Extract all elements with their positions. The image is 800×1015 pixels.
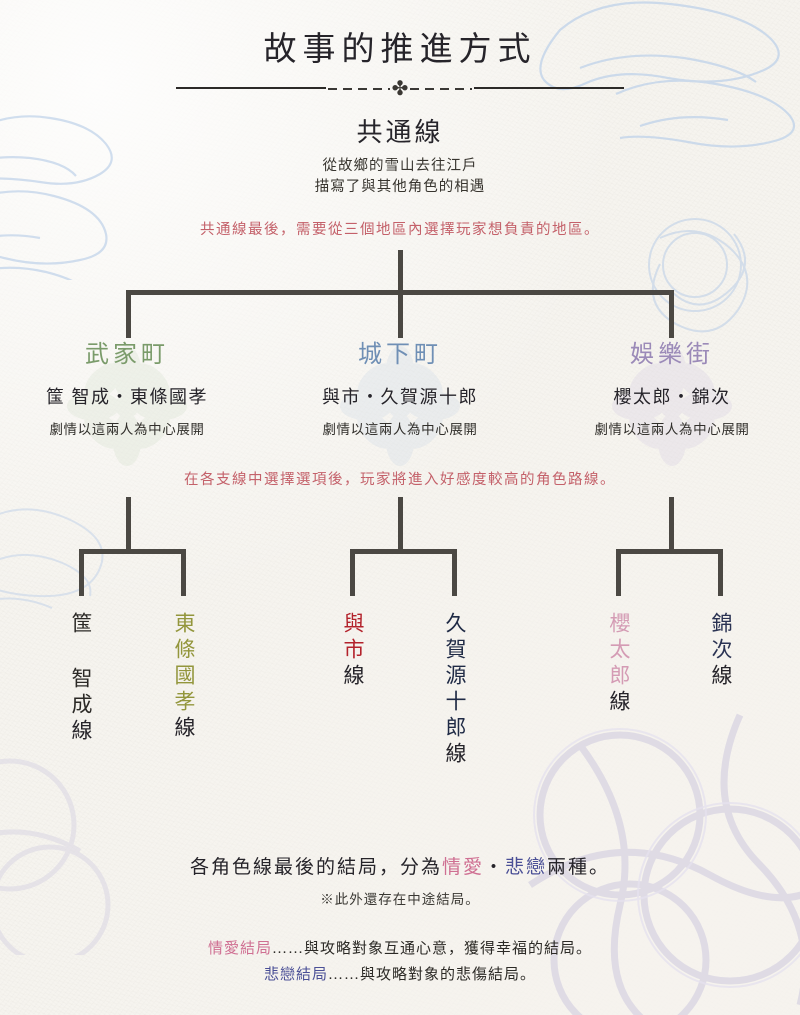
divider-dash-left	[328, 88, 390, 90]
region-column-goraku-gai: 娛樂街 櫻太郎・錦次 劇情以這兩人為中心展開	[537, 340, 800, 466]
region-characters-1: 與市・久賀源十郎	[322, 387, 478, 407]
route-label-0: 筺 智成線	[58, 612, 104, 745]
connector-drop-route-0	[79, 549, 84, 596]
title-divider: ✤	[176, 78, 624, 100]
route-name-5: 錦次	[709, 612, 733, 664]
region-characters-0: 筺 智成・東條國孝	[46, 387, 208, 407]
ending-type-love: 情愛	[441, 857, 484, 878]
route-suffix-0: 線	[69, 719, 93, 745]
common-route-description-line2: 描寫了與其他角色的相遇	[314, 179, 486, 195]
connector-horizontal-group-2	[616, 549, 723, 554]
route-label-1: 東條國孝線	[161, 612, 207, 742]
connector-drop-route-5	[718, 549, 723, 596]
connector-stem-group-0	[126, 497, 131, 553]
ending-summary-after: 兩種。	[547, 857, 611, 878]
ending-extra-note: ※此外還存在中途結局。	[320, 892, 480, 907]
region-name-0: 武家町	[85, 342, 169, 368]
ending-type-sad: 悲戀	[505, 857, 548, 878]
region-subtitle-2: 劇情以這兩人為中心展開	[594, 422, 750, 437]
route-suffix-2: 線	[341, 664, 365, 690]
connector-horizontal-group-0	[79, 549, 186, 554]
page-title: 故事的推進方式	[263, 32, 537, 68]
legend-key-love: 情愛結局	[207, 941, 272, 957]
knot-pattern-top-right	[648, 218, 749, 333]
connector-drop-route-1	[181, 549, 186, 596]
connector-stem-common	[398, 250, 403, 294]
branch-selection-note: 在各支線中選擇選項後，玩家將進入好感度較高的角色路線。	[184, 472, 616, 488]
divider-rule-left	[176, 87, 326, 89]
route-suffix-3: 線	[443, 742, 467, 768]
connector-drop-region-1	[398, 290, 403, 338]
route-suffix-5: 線	[709, 664, 733, 690]
legend-key-sad: 悲戀結局	[263, 967, 328, 983]
rope-knot-pattern-bottom-left	[0, 758, 111, 955]
route-name-1: 東條國孝	[172, 612, 196, 716]
connector-drop-region-0	[126, 290, 131, 338]
connector-drop-route-3	[452, 549, 457, 596]
connector-stem-group-2	[669, 497, 674, 553]
route-name-3: 久賀源十郎	[443, 612, 467, 742]
common-route-description-line1: 從故鄉的雪山去往江戶	[322, 158, 478, 174]
flower-icon: ✤	[391, 78, 409, 100]
region-subtitle-0: 劇情以這兩人為中心展開	[49, 422, 205, 437]
connector-horizontal-group-1	[350, 549, 457, 554]
ending-legend: 情愛結局……與攻略對象互通心意，獲得幸福的結局。 悲戀結局……與攻略對象的悲傷結…	[0, 936, 800, 988]
route-name-0: 筺 智成	[69, 612, 93, 719]
region-name-2: 娛樂街	[630, 342, 714, 368]
connector-drop-region-2	[669, 290, 674, 338]
route-suffix-1: 線	[172, 716, 196, 742]
ending-summary-middle: ・	[483, 857, 505, 878]
route-label-3: 久賀源十郎線	[432, 612, 478, 768]
region-selection-note: 共通線最後，需要從三個地區內選擇玩家想負責的地區。	[200, 222, 600, 238]
route-label-4: 櫻太郎線	[596, 612, 642, 716]
connector-drop-route-4	[616, 549, 621, 596]
ending-summary: 各角色線最後的結局，分為情愛・悲戀兩種。	[0, 852, 800, 879]
route-label-2: 與市線	[330, 612, 376, 690]
legend-row-sad: 悲戀結局……與攻略對象的悲傷結局。	[0, 962, 800, 988]
legend-text-love: ……與攻略對象互通心意，獲得幸福的結局。	[272, 941, 593, 957]
common-route-description: 從故鄉的雪山去往江戶 描寫了與其他角色的相遇	[0, 156, 800, 198]
route-label-5: 錦次線	[698, 612, 744, 690]
region-column-jokamachi: 城下町 與市・久賀源十郎 劇情以這兩人為中心展開	[265, 340, 535, 466]
ending-summary-before: 各角色線最後的結局，分為	[189, 857, 442, 878]
legend-text-sad: ……與攻略對象的悲傷結局。	[328, 967, 537, 983]
legend-row-love: 情愛結局……與攻略對象互通心意，獲得幸福的結局。	[0, 936, 800, 962]
divider-rule-right	[474, 87, 624, 89]
region-subtitle-1: 劇情以這兩人為中心展開	[322, 422, 478, 437]
connector-stem-group-1	[398, 497, 403, 553]
route-name-4: 櫻太郎	[607, 612, 631, 690]
common-route-title: 共通線	[356, 118, 444, 147]
region-column-bukemachi: 武家町 筺 智成・東條國孝 劇情以這兩人為中心展開	[0, 340, 262, 466]
connector-drop-route-2	[350, 549, 355, 596]
region-name-1: 城下町	[358, 342, 442, 368]
route-name-2: 與市	[341, 612, 365, 664]
route-suffix-4: 線	[607, 690, 631, 716]
divider-dash-right	[410, 88, 472, 90]
region-characters-2: 櫻太郎・錦次	[613, 387, 731, 407]
